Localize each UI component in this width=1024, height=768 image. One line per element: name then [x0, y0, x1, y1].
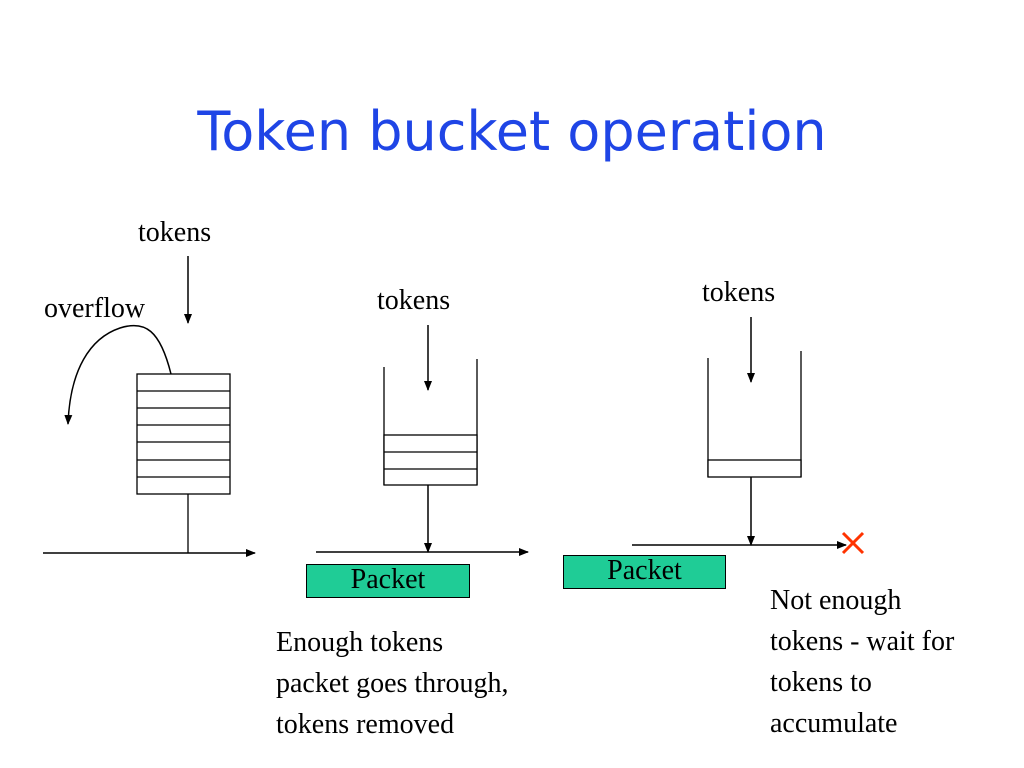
packet-box-3: Packet [563, 555, 726, 589]
tokens-label-1: tokens [138, 217, 212, 248]
bucket-enough [383, 359, 478, 486]
caption-line: tokens - wait for [770, 626, 955, 657]
overflow-arrow [64, 324, 172, 425]
tokens-label-3: tokens [702, 277, 776, 308]
slide-title: Token bucket operation [197, 100, 827, 163]
bucket-full [136, 373, 231, 495]
blocked-x-icon [841, 531, 865, 555]
caption-enough-tokens: Enough tokens packet goes through, token… [276, 622, 509, 745]
overflow-label: overflow [44, 293, 146, 324]
bucket-insufficient [707, 351, 802, 478]
caption-not-enough-tokens: Not enough tokens - wait for tokens to a… [770, 580, 954, 744]
bucket-full-outline [136, 373, 231, 495]
tokens-label-2: tokens [377, 285, 451, 316]
bucket-tokens [707, 459, 802, 478]
bucket-tokens [383, 434, 478, 486]
caption-line: Not enough [770, 585, 902, 616]
packet-box-2: Packet [306, 564, 470, 598]
caption-line: accumulate [770, 708, 898, 739]
caption-line: packet goes through, [276, 668, 509, 699]
caption-line: tokens removed [276, 709, 455, 740]
caption-line: tokens to [770, 667, 872, 698]
caption-line: Enough tokens [276, 627, 444, 658]
